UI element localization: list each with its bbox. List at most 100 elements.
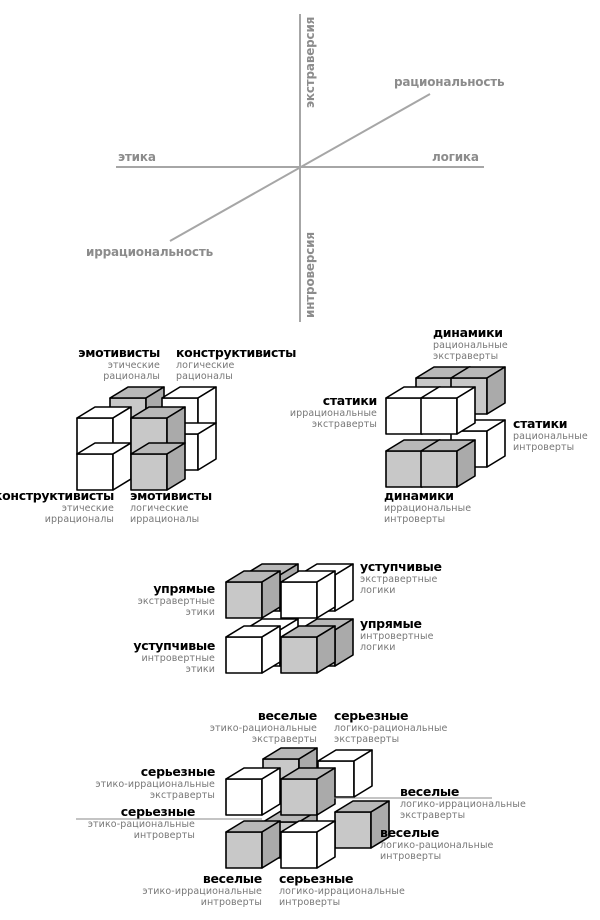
cube-side-face <box>261 767 281 816</box>
label-title: статики <box>513 416 568 431</box>
label-sub: экстраверты <box>433 350 499 362</box>
cube-side-face <box>261 570 281 619</box>
cube <box>280 625 336 674</box>
axis-label-ethics: этика <box>118 150 156 164</box>
label-title: конструктивисты <box>0 488 114 503</box>
label-title: статики <box>322 393 378 408</box>
label-merry-right: веселые логико-иррациональные экстраверт… <box>400 784 526 820</box>
label-title: эмотивисты <box>130 488 212 503</box>
axis-label-irrationality: иррациональность <box>86 245 213 259</box>
cube-front-face <box>385 450 423 488</box>
label-sub: интроверты <box>384 513 446 525</box>
label-serious-bottom: серьезные логико-иррациональные интровер… <box>279 871 405 908</box>
axes <box>116 14 484 322</box>
label-title: серьезные <box>334 708 409 723</box>
cube-front-face <box>385 397 423 435</box>
label-title: динамики <box>433 325 503 340</box>
label-sub: логико-рациональные <box>334 722 448 734</box>
label-merry-bottom: веселые этико-иррациональные интроверты <box>142 871 262 907</box>
cube <box>334 800 390 849</box>
axis-label-logic: логика <box>432 150 479 164</box>
label-emotivists-top: эмотивисты этические рационалы <box>78 345 160 382</box>
cube-front-face <box>280 636 318 674</box>
label-sub: этики <box>185 606 215 618</box>
cube-side-face <box>261 625 281 674</box>
label-title: эмотивисты <box>78 345 160 360</box>
cube <box>225 820 281 869</box>
label-sub: интровертные <box>360 630 434 642</box>
label-title: серьезные <box>279 871 354 886</box>
label-sub: логические <box>176 359 235 371</box>
label-sub: иррациональные <box>289 407 377 419</box>
label-title: конструктивисты <box>176 345 297 360</box>
cube <box>76 442 132 491</box>
label-title: веселые <box>400 784 460 799</box>
cube-side-face <box>316 570 336 619</box>
cube-side-face <box>456 439 476 488</box>
label-statics-right: статики рациональные интроверты <box>513 416 588 452</box>
cube <box>420 439 476 488</box>
cube-front-face <box>334 811 372 849</box>
label-stubborn-bottom: упрямые интровертные логики <box>360 616 434 653</box>
label-constructivists-bottom: конструктивисты этические иррационалы <box>0 488 114 525</box>
label-sub: интроверты <box>380 850 442 862</box>
label-sub: рационалы <box>176 370 233 382</box>
axis-label-introversion: интроверсия <box>303 232 317 318</box>
cube-side-face <box>486 419 506 468</box>
cube-front-face <box>280 831 318 869</box>
cube <box>225 767 281 816</box>
axis-label-extraversion: экстраверсия <box>303 16 317 108</box>
label-sub: экстраверты <box>251 733 317 745</box>
label-title: серьезные <box>120 804 196 819</box>
label-sub: иррационалы <box>130 513 200 525</box>
label-sub: интроверты <box>279 896 341 908</box>
label-sub: этико-иррациональные <box>142 885 262 897</box>
label-sub: логики <box>360 584 396 596</box>
label-sub: логики <box>360 641 396 653</box>
label-title: серьезные <box>140 764 216 779</box>
cube-side-face <box>456 386 476 435</box>
cube-side-face <box>316 820 336 869</box>
cube <box>225 570 281 619</box>
cube-front-face <box>280 581 318 619</box>
label-yielding-bottom: уступчивые интровертные этики <box>133 639 215 675</box>
cube <box>280 570 336 619</box>
label-title: веселые <box>257 708 317 723</box>
cube-side-face <box>261 820 281 869</box>
cube-side-face <box>316 625 336 674</box>
label-sub: интроверты <box>133 829 195 841</box>
label-sub: логико-рациональные <box>380 839 494 851</box>
cube-front-face <box>130 453 168 491</box>
label-sub: экстраверты <box>311 418 377 430</box>
cube-front-face <box>280 778 318 816</box>
label-serious-left: серьезные этико-иррациональные экстравер… <box>95 764 216 801</box>
cube-side-face <box>197 422 217 471</box>
label-merry-top: веселые этико-рациональные экстраверты <box>210 708 318 745</box>
cube-side-face <box>316 767 336 816</box>
label-constructivists-top: конструктивисты логические рационалы <box>176 345 297 382</box>
cube-front-face <box>225 636 263 674</box>
label-dynamics-bottom: динамики иррациональные интроверты <box>384 488 471 525</box>
label-sub: логико-иррациональные <box>400 798 526 810</box>
axis-label-rationality: рациональность <box>394 75 505 89</box>
label-merry-right2: веселые логико-рациональные интроверты <box>380 826 494 862</box>
label-sub: этико-рациональные <box>87 818 195 830</box>
label-sub: экстраверты <box>334 733 400 745</box>
label-sub: этики <box>185 663 215 675</box>
label-title: веселые <box>202 871 262 886</box>
label-stubborn-top: упрямые экстравертные этики <box>137 582 216 618</box>
label-sub: этические <box>107 359 160 371</box>
label-sub: рациональные <box>513 430 588 442</box>
label-sub: рационалы <box>103 370 160 382</box>
label-sub: иррационалы <box>44 513 114 525</box>
label-sub: интровертные <box>141 652 215 664</box>
diagonal-axis <box>169 93 431 242</box>
label-sub: экстраверты <box>149 789 215 801</box>
label-title: упрямые <box>360 616 422 631</box>
label-dynamics-top: динамики рациональные экстраверты <box>433 325 508 362</box>
label-title: динамики <box>384 488 454 503</box>
label-serious-left2: серьезные этико-рациональные интроверты <box>87 804 196 841</box>
label-sub: экстравертные <box>137 595 215 607</box>
cube-side-face <box>370 800 390 849</box>
